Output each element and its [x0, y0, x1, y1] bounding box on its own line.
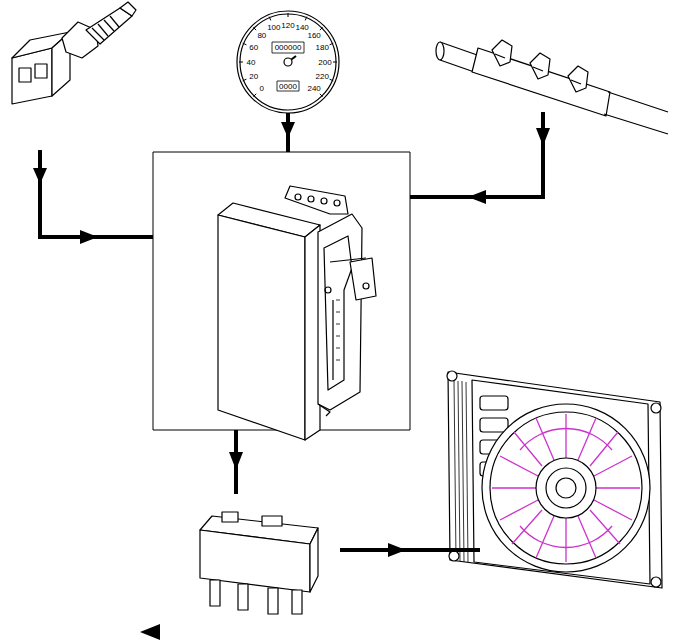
dial-number: 140: [295, 23, 308, 32]
pressure-switch-pipe: [436, 40, 668, 134]
dial-number: 100: [267, 23, 280, 32]
dial-number: 0: [260, 84, 264, 93]
dial-number: 200: [318, 58, 331, 67]
control-unit: [218, 186, 376, 440]
dial-number: 20: [249, 72, 258, 81]
temperature-sensor: [12, 2, 136, 104]
speedometer: [237, 11, 339, 113]
dial-number: 60: [249, 43, 258, 52]
dial-number: 80: [257, 31, 266, 40]
odometer-digits: 000000: [275, 43, 302, 52]
dial-number: 120: [281, 21, 294, 30]
radiator-fan: [447, 371, 662, 588]
trip-digits: 0000: [279, 82, 297, 91]
dial-number: 220: [316, 72, 329, 81]
dial-number: 40: [247, 58, 256, 67]
signal-arrows: [33, 112, 550, 640]
dial-number: 160: [307, 31, 320, 40]
dial-number: 180: [316, 43, 329, 52]
relay: [200, 512, 318, 614]
dial-number: 240: [307, 84, 320, 93]
